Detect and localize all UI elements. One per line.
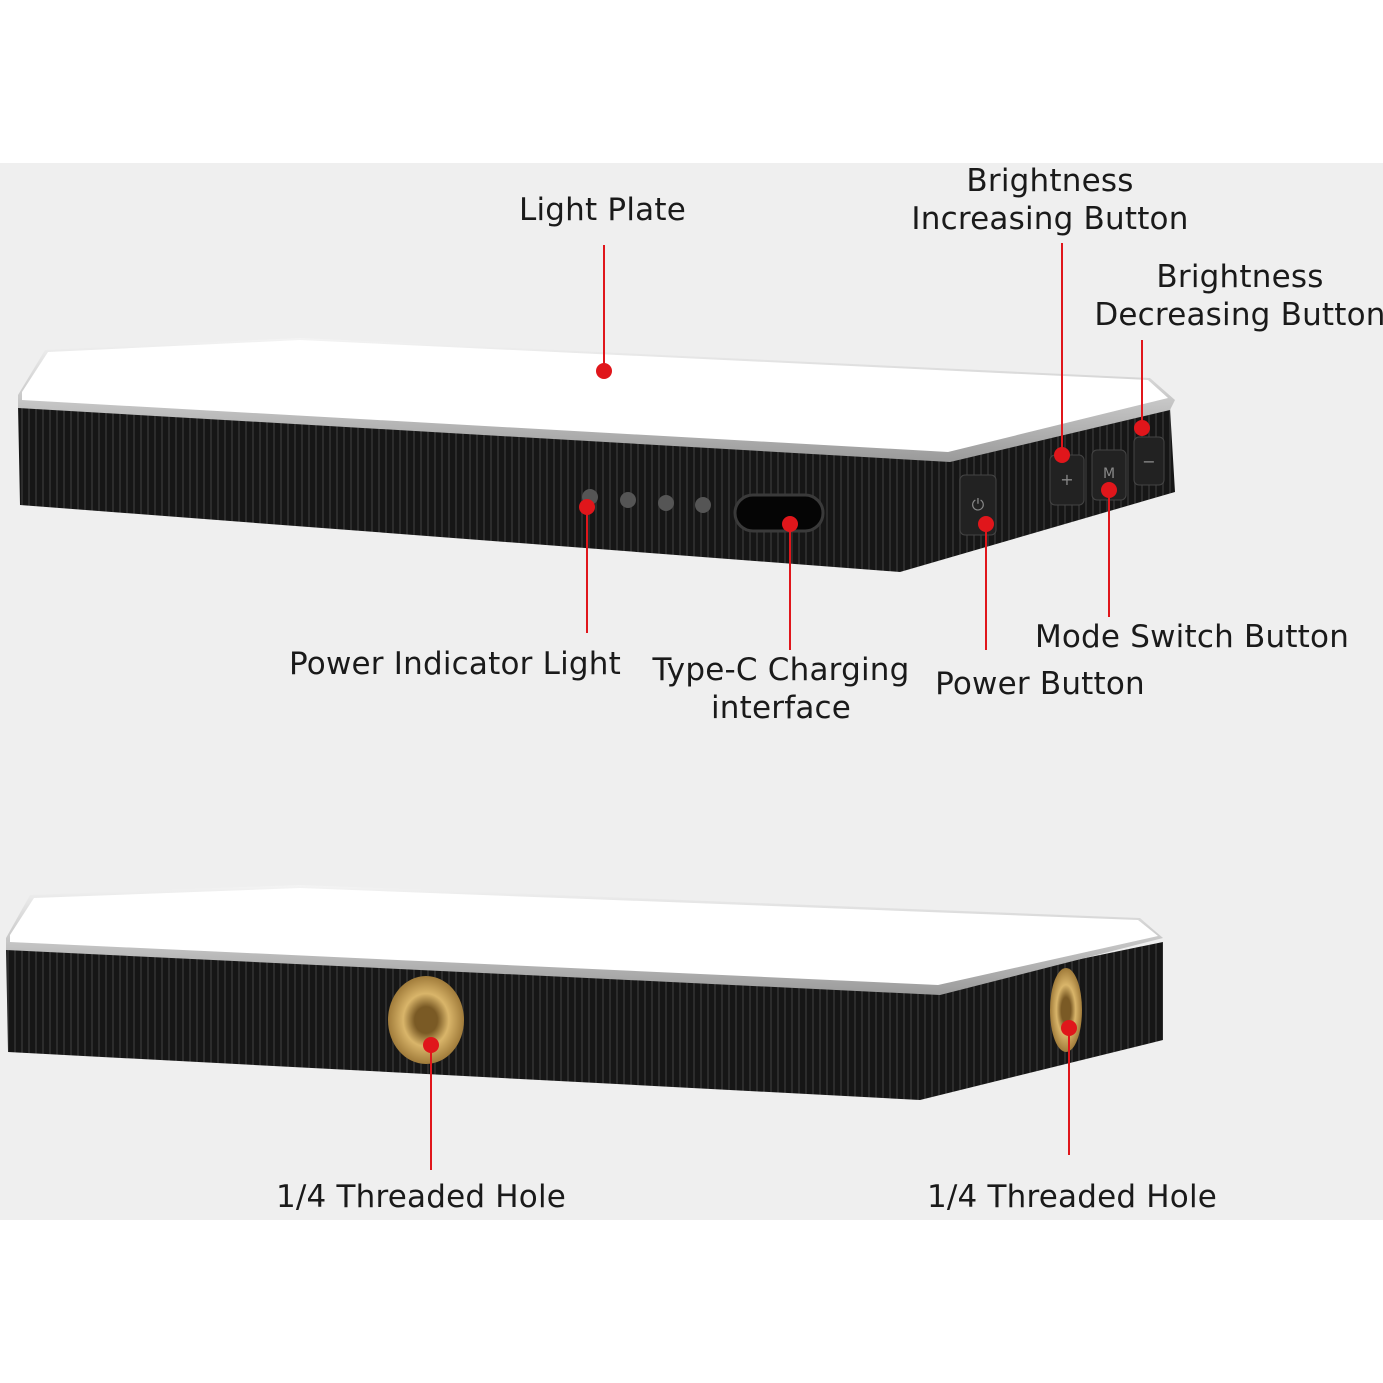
light-device-bottom bbox=[6, 885, 1163, 1100]
label-light-plate: Light Plate bbox=[519, 192, 686, 228]
label-power-button: Power Button bbox=[935, 666, 1145, 702]
label-brightness-decreasing-1: Brightness bbox=[1156, 259, 1324, 295]
device-body bbox=[18, 405, 1175, 572]
callout-dots bbox=[423, 363, 1150, 1053]
label-threaded-hole-right: 1/4 Threaded Hole bbox=[926, 1179, 1218, 1215]
light-device-top: ⏻ + M − bbox=[18, 338, 1175, 572]
svg-text:−: − bbox=[1142, 452, 1155, 471]
device-body bbox=[6, 942, 1163, 1100]
light-plate-surface bbox=[22, 340, 1168, 452]
label-typec-2: interface bbox=[710, 690, 852, 726]
power-indicator-leds bbox=[582, 489, 711, 513]
power-glyph-icon: ⏻ bbox=[972, 495, 985, 514]
label-typec-1: Type-C Charging bbox=[652, 652, 910, 688]
threaded-hole-left bbox=[388, 976, 464, 1064]
label-brightness-increasing-1: Brightness bbox=[966, 163, 1134, 199]
callout-lines bbox=[430, 243, 1143, 1170]
svg-text:M: M bbox=[1103, 466, 1115, 482]
label-mode-switch: Mode Switch Button bbox=[1034, 619, 1350, 655]
brightness-decrease-button bbox=[1133, 436, 1165, 486]
label-threaded-hole-left: 1/4 Threaded Hole bbox=[275, 1179, 567, 1215]
threaded-hole-right bbox=[1050, 968, 1082, 1052]
typec-port bbox=[733, 493, 825, 533]
label-power-indicator: Power Indicator Light bbox=[289, 646, 621, 682]
svg-text:+: + bbox=[1060, 470, 1073, 489]
label-brightness-increasing-2: Increasing Button bbox=[911, 201, 1189, 237]
label-brightness-decreasing-2: Decreasing Button bbox=[1094, 297, 1383, 333]
